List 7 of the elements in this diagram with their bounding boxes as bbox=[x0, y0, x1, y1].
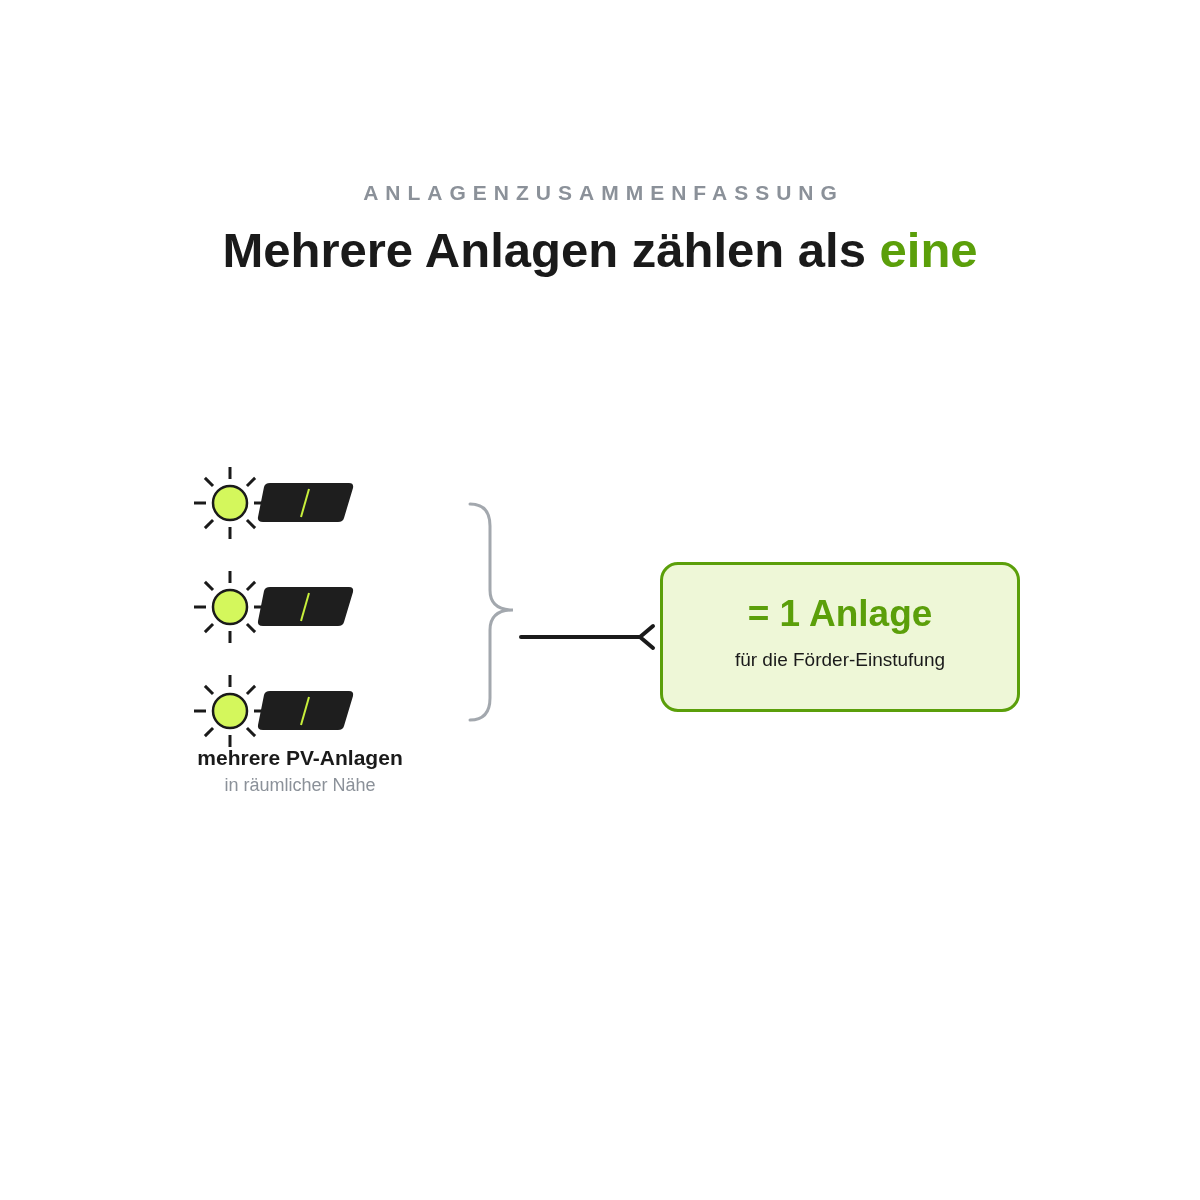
group-sublabel: in räumlicher Nähe bbox=[223, 774, 377, 796]
result-note: für die Förder-Einstufung bbox=[733, 649, 947, 671]
group-label: mehrere PV-Anlagen bbox=[196, 746, 404, 770]
result-heading: = 1 Anlage bbox=[746, 592, 934, 636]
title: Mehrere Anlagen zählen als eine bbox=[221, 222, 979, 279]
result-box bbox=[660, 562, 1020, 712]
overline-label: ANLAGENZUSAMMENFASSUNG bbox=[362, 180, 845, 206]
